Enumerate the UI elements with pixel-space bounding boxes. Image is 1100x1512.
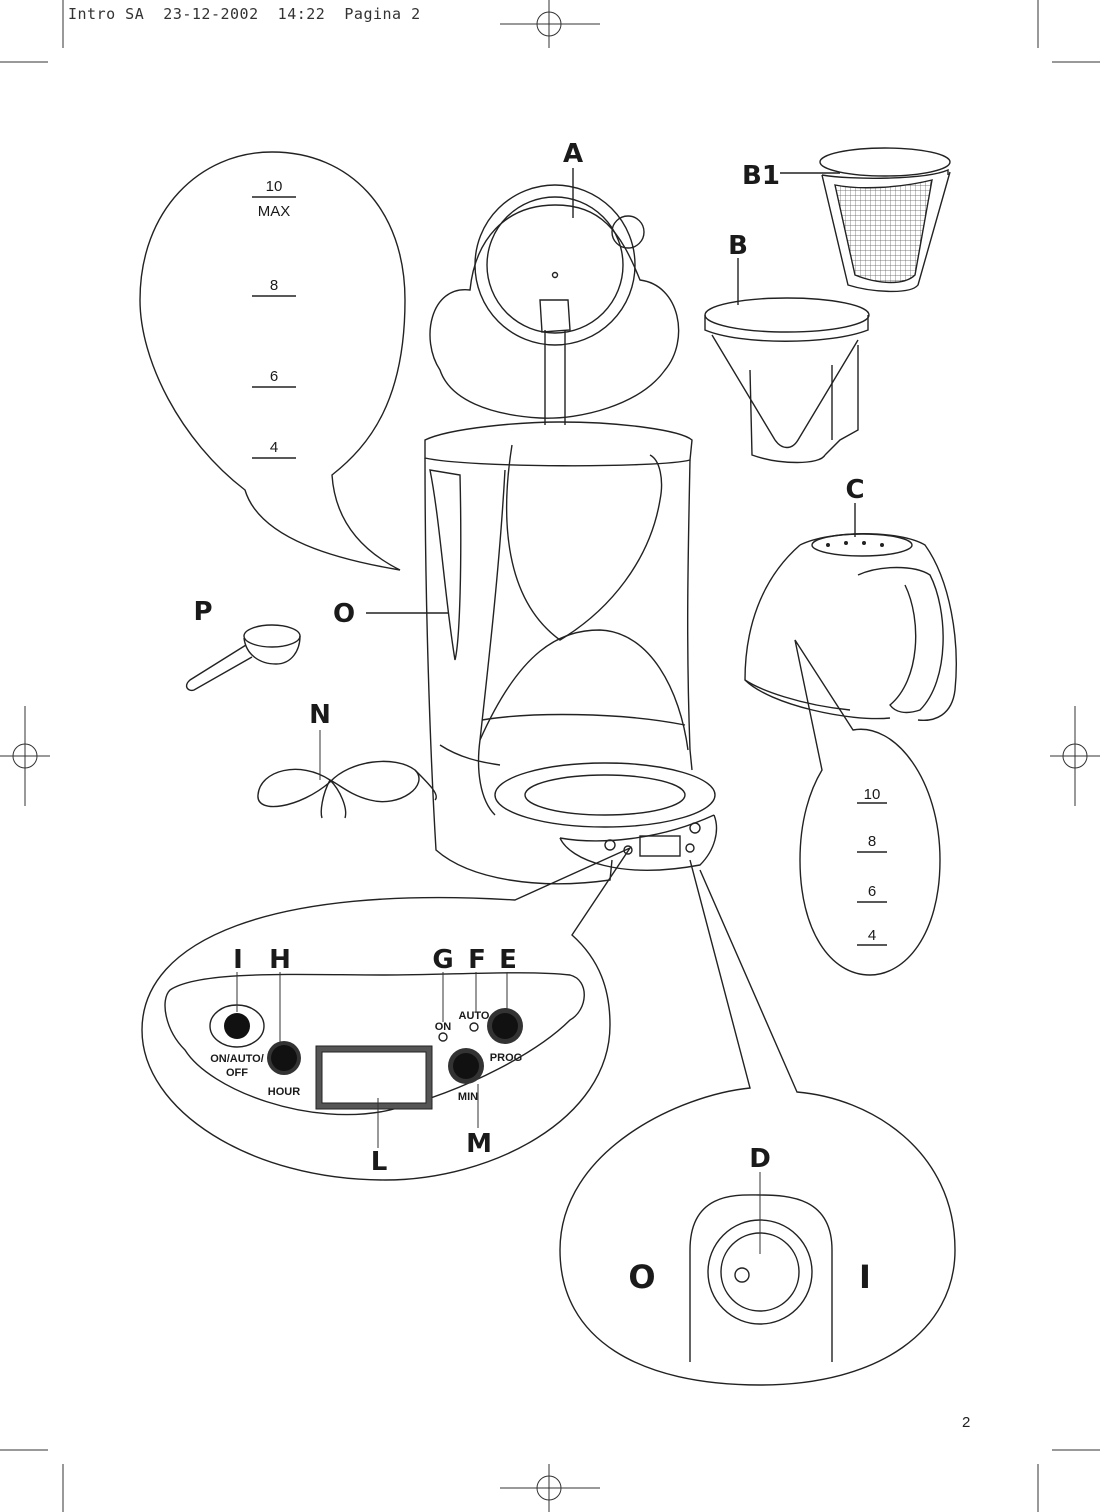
label-b: B	[728, 231, 748, 261]
on-auto-off-label-2: OFF	[226, 1067, 248, 1079]
reservoir-scale-4: 4	[270, 439, 278, 456]
label-b1: B1	[742, 161, 780, 191]
print-header: Intro SA 23-12-2002 14:22 Pagina 2	[68, 5, 421, 23]
filter-holder	[704, 297, 870, 464]
jug-scale-4: 4	[868, 927, 876, 944]
label-o: O	[333, 599, 355, 629]
label-i: I	[233, 945, 243, 975]
measuring-spoon	[185, 624, 301, 692]
jug-scale-6: 6	[868, 883, 876, 900]
on-auto-off-label-1: ON/AUTO/	[210, 1053, 264, 1065]
auto-light-label: AUTO	[459, 1010, 490, 1022]
label-p: P	[193, 597, 212, 627]
label-h: H	[269, 945, 291, 975]
power-cord	[257, 730, 437, 819]
reservoir-scale-bubble: 10 MAX 8 6 4	[139, 151, 406, 571]
panel-leader-lines	[236, 972, 508, 1148]
part-labels: A B1 B C P O N I H G F E L M D	[193, 139, 864, 1177]
coffee-machine-body	[424, 421, 718, 885]
label-m: M	[466, 1129, 492, 1159]
label-a: A	[563, 139, 583, 169]
hour-label: HOUR	[268, 1086, 300, 1098]
lid	[429, 184, 680, 425]
jug-scale-8: 8	[868, 833, 876, 850]
jug-scale-bubble: 10 8 6 4	[794, 639, 941, 976]
on-light-label: ON	[435, 1021, 452, 1033]
carafe	[744, 533, 957, 722]
permanent-filter	[819, 147, 951, 293]
jug-scale-10: 10	[864, 786, 881, 803]
label-d: D	[749, 1144, 771, 1174]
reservoir-scale-10: 10	[266, 178, 283, 195]
reservoir-scale-8: 8	[270, 277, 278, 294]
switch-off-symbol: O	[628, 1258, 655, 1296]
page-number: 2	[962, 1414, 971, 1431]
reservoir-scale-6: 6	[270, 368, 278, 385]
min-label: MIN	[458, 1091, 478, 1103]
switch-bubble: O I	[559, 859, 956, 1386]
reservoir-scale-max: MAX	[258, 203, 291, 220]
label-f: F	[468, 945, 486, 975]
control-panel-bubble: ON/AUTO/ OFF HOUR ON AUTO MIN PROG	[141, 846, 632, 1181]
label-g: G	[432, 945, 453, 975]
prog-label: PROG	[490, 1052, 522, 1064]
label-e: E	[499, 945, 517, 975]
label-c: C	[845, 475, 864, 505]
label-n: N	[309, 700, 331, 730]
switch-on-symbol: I	[859, 1258, 871, 1296]
label-l: L	[371, 1147, 388, 1177]
